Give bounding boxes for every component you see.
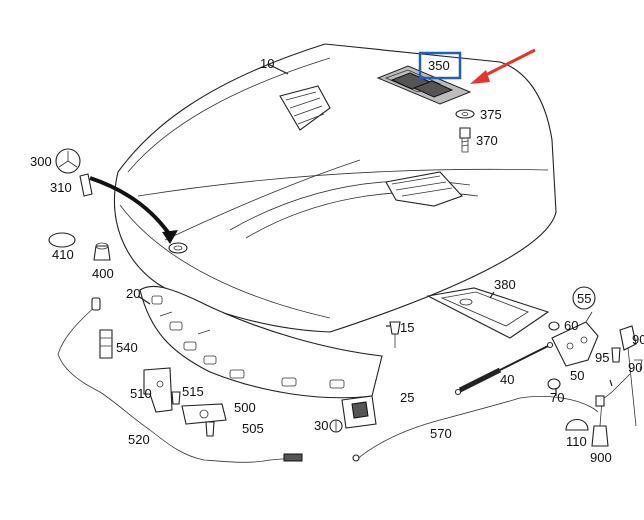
label-400: 400 [92,266,114,281]
bolt-370 [459,127,471,153]
label-380: 380 [494,277,516,292]
label-55: 55 [577,291,591,306]
leader-lines [137,63,613,396]
lock-500 [181,403,227,425]
label-30: 30 [314,418,328,433]
label-310: 310 [50,180,72,195]
hood-panel [114,43,557,333]
label-370: 370 [476,133,498,148]
callout-circle-55 [572,286,596,310]
clip-310 [79,173,93,197]
label-300: 300 [30,154,52,169]
label-50: 50 [570,368,584,383]
label-520: 520 [128,432,150,447]
label-570: 570 [430,426,452,441]
label-90-mid: 90 [628,360,642,375]
latch-plate-380 [426,287,550,339]
label-515: 515 [182,384,204,399]
label-10: 10 [260,56,274,71]
label-90-top: 90 [632,332,644,347]
hood-scoop-rear [385,171,463,207]
highlight-box [418,51,462,80]
label-350: 350 [428,58,450,73]
star-emblem-300 [55,148,81,174]
label-95: 95 [595,350,609,365]
release-cable-520 [57,297,303,463]
label-60: 60 [564,318,578,333]
label-15: 15 [400,320,414,335]
label-540: 540 [116,340,138,355]
label-70: 70 [550,390,564,405]
hood-scoop-front [279,85,331,131]
label-505: 505 [242,421,264,436]
vent-grille-350 [376,65,472,105]
washer-375 [455,109,475,119]
highlight-arrow [470,48,536,84]
bolt-95 [611,347,621,363]
screw-515 [171,391,181,405]
bolt-60 [548,321,560,331]
label-500: 500 [234,400,256,415]
bracket-25 [341,395,377,429]
cap-110 [565,418,589,431]
label-410: 410 [52,247,74,262]
emblem-leader-arrow [89,176,174,240]
hinge-50 [551,311,599,367]
label-20: 20 [126,286,140,301]
emblem-mount [168,242,188,254]
label-900: 900 [590,450,612,465]
clip-30 [329,419,343,433]
bracket-510 [143,367,173,413]
label-510: 510 [130,386,152,401]
label-25: 25 [400,390,414,405]
cable-holder-540 [99,329,113,359]
release-cable-570 [352,395,599,462]
pad-410 [48,232,76,248]
label-110: 110 [566,434,587,449]
label-40: 40 [500,372,514,387]
nut-70 [547,378,561,390]
screw-15 [389,321,401,348]
gas-strut-40 [454,341,554,396]
hood-support-90 [619,325,643,427]
screw-505 [205,421,215,437]
bracket-900 [591,373,631,447]
bumper-400 [93,245,111,261]
label-375: 375 [480,107,502,122]
